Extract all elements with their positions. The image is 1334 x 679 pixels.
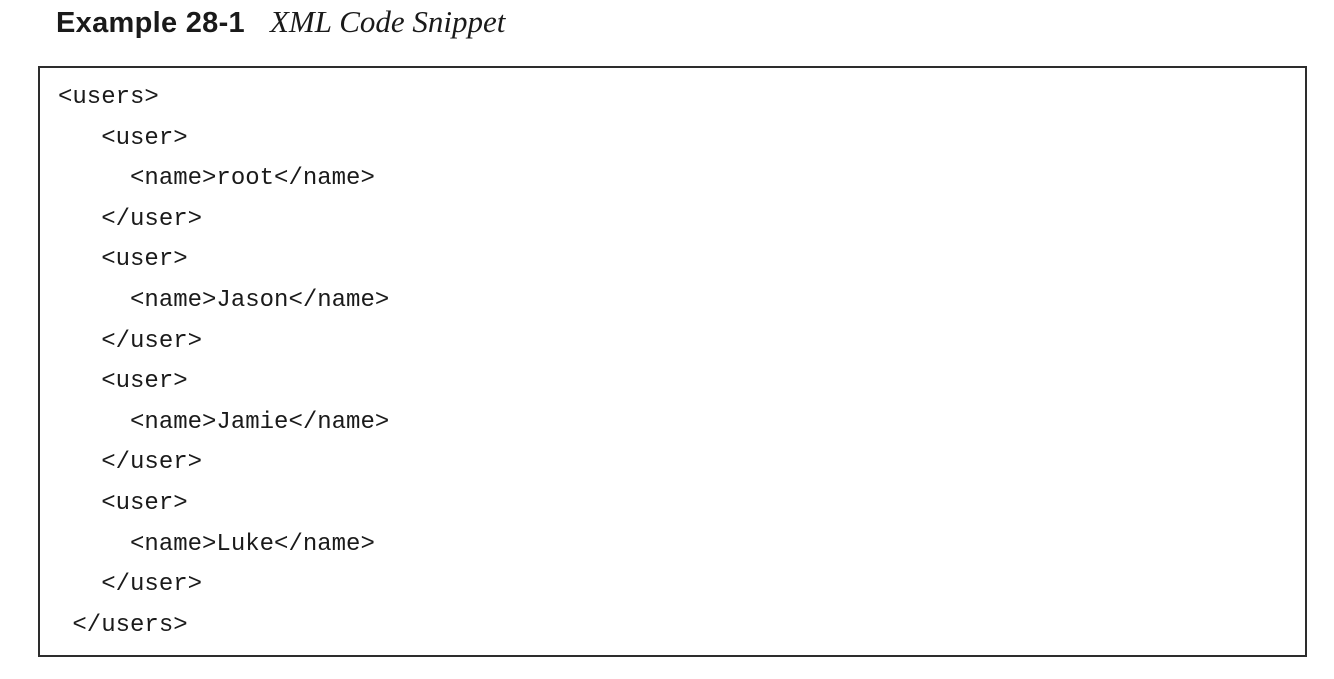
code-line: <name>Jason</name>: [58, 286, 390, 314]
code-line: </user>: [58, 571, 203, 599]
code-line: <users>: [58, 84, 159, 111]
example-title: XML Code Snippet: [270, 4, 506, 39]
code-line: <user>: [58, 489, 188, 517]
code-example-box: <users> <user> <name>root</name> </user>…: [38, 66, 1307, 657]
code-line: </user>: [58, 327, 203, 355]
code-line: <name>Luke</name>: [58, 530, 375, 558]
code-line: </user>: [58, 449, 203, 477]
code-line: </users>: [58, 611, 188, 639]
example-caption: Example 28-1 XML Code Snippet: [56, 4, 505, 40]
code-line: <name>root</name>: [58, 165, 375, 193]
code-line: <user>: [58, 124, 188, 152]
code-line: <name>Jamie</name>: [58, 408, 390, 436]
code-line: <user>: [58, 368, 188, 396]
code-line: <user>: [58, 246, 188, 274]
code-line: </user>: [58, 205, 203, 233]
example-label: Example 28-1: [56, 7, 245, 39]
